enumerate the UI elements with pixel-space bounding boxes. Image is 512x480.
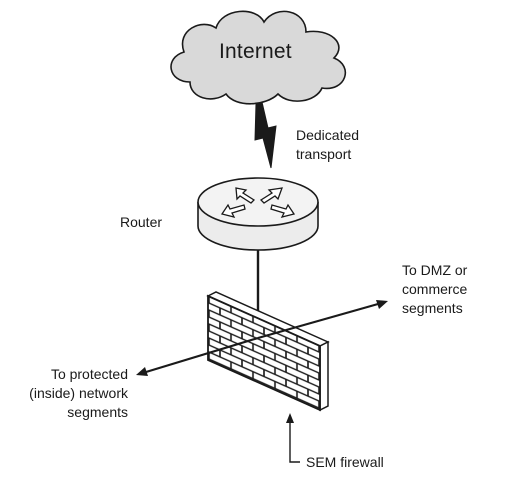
router-label: Router — [120, 214, 163, 230]
dedicated-transport-bolt — [254, 101, 277, 169]
dmz-label-line3: segments — [402, 300, 463, 316]
dmz-label-line1: To DMZ or — [402, 262, 468, 278]
dmz-label-line2: commerce — [402, 281, 468, 297]
inside-link — [145, 336, 259, 374]
internet-label: Internet — [219, 40, 292, 63]
router-icon — [197, 177, 319, 251]
dmz-arrowhead — [376, 300, 388, 309]
sem-firewall — [206, 291, 330, 412]
firewall-callout — [289, 420, 300, 463]
dmz-link — [257, 302, 379, 340]
transport-label-line2: transport — [296, 146, 352, 162]
transport-label-line1: Dedicated — [296, 127, 360, 143]
firewall-label: SEM firewall — [306, 454, 384, 470]
inside-arrowhead — [136, 367, 148, 376]
internet-cloud — [170, 10, 346, 105]
firewall-callout-arrowhead — [286, 413, 294, 423]
inside-label-line3: segments — [67, 404, 128, 420]
inside-label-line2: (inside) network — [29, 385, 128, 401]
inside-label-line1: To protected — [50, 366, 128, 382]
